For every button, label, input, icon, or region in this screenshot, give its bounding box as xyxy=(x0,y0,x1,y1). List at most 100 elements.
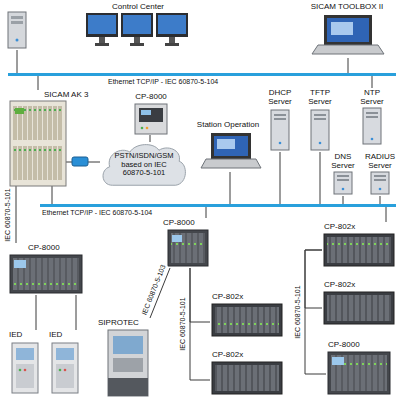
connector xyxy=(305,250,326,374)
laptop xyxy=(214,136,248,156)
device-label: IED xyxy=(9,330,22,339)
controller-device xyxy=(139,108,163,122)
controller-device xyxy=(171,233,205,263)
device-label: CP-8000 xyxy=(130,92,172,101)
controller-device xyxy=(10,255,82,293)
controller-device xyxy=(14,260,26,268)
monitor xyxy=(134,37,140,43)
device-node: SIPROTEC xyxy=(96,318,156,398)
device-node: RADIUS Server xyxy=(362,152,398,196)
device-label: RADIUS Server xyxy=(362,152,398,170)
rack-device xyxy=(10,101,66,186)
controller-device xyxy=(332,357,344,365)
server-tower xyxy=(319,142,322,145)
ied-device xyxy=(52,343,78,393)
device-label: CP-8000 xyxy=(328,340,360,349)
device-label: CP-802x xyxy=(212,350,243,359)
edge-label: IEC 60870-5-101 xyxy=(179,296,187,351)
device-node: NTP Server xyxy=(352,88,392,146)
io-module-row xyxy=(324,292,394,324)
controller-device xyxy=(172,235,182,242)
device-node: CP-802x xyxy=(210,292,284,338)
ied-device xyxy=(24,369,27,372)
io-module-row xyxy=(327,295,391,321)
device-label: DHCP Server xyxy=(262,88,298,106)
connector xyxy=(230,172,231,204)
io-module-row xyxy=(212,304,282,336)
controller-device xyxy=(328,352,390,394)
ied-device xyxy=(52,343,78,393)
controller-device xyxy=(331,355,387,391)
laptop xyxy=(201,159,261,168)
modem xyxy=(72,157,88,166)
connector xyxy=(206,207,207,218)
ied-device xyxy=(16,364,34,388)
protection-relay xyxy=(108,330,148,396)
laptop xyxy=(327,18,369,42)
device-node: SICAM AK 3 xyxy=(10,90,66,186)
laptop xyxy=(312,15,384,54)
server-tower xyxy=(311,110,329,150)
server-tower xyxy=(271,110,289,150)
rack-device xyxy=(13,106,63,140)
device-node: IED xyxy=(48,330,82,394)
server-tower xyxy=(311,110,329,150)
ied-device xyxy=(56,348,74,360)
rack-device xyxy=(10,101,66,186)
laptop xyxy=(312,45,384,54)
edge-label: IEC 60870-5-101 xyxy=(4,187,12,242)
monitor xyxy=(88,15,116,34)
ethernet-bus: Ethernet TCP/IP - IEC 60870-5-104 xyxy=(40,204,396,207)
server-tower xyxy=(314,118,326,120)
monitor xyxy=(169,37,175,43)
server-tower xyxy=(366,116,378,118)
server-tower xyxy=(342,188,345,191)
device-label: CP-8000 xyxy=(163,218,195,227)
device-label: SICAM TOOLBOX II xyxy=(300,2,394,11)
io-module-row xyxy=(212,362,282,394)
protection-relay xyxy=(108,378,148,396)
monitor xyxy=(121,13,153,37)
edge-label: IEC 60870-5-101 xyxy=(294,284,302,339)
connector xyxy=(386,207,387,222)
device-label: SIPROTEC xyxy=(98,318,139,327)
monitor xyxy=(158,15,186,34)
device-node: CP-8000 xyxy=(326,340,392,396)
monitor xyxy=(95,43,109,46)
ied-device xyxy=(12,343,38,393)
laptop xyxy=(217,139,235,149)
device-label: Station Operation xyxy=(195,120,261,129)
server-tower xyxy=(334,172,352,194)
controller-device xyxy=(168,230,208,266)
device-node: CP-8000 xyxy=(162,218,212,268)
laptop xyxy=(211,133,251,159)
device-label: CP-802x xyxy=(212,292,243,301)
device-label: SICAM AK 3 xyxy=(44,90,88,99)
rack-device xyxy=(13,146,63,180)
ied-device xyxy=(16,348,34,360)
server-tower xyxy=(363,108,381,144)
laptop xyxy=(331,22,353,35)
connector xyxy=(343,196,344,204)
controller-device xyxy=(13,258,79,290)
server-tower xyxy=(337,175,349,177)
server-tower xyxy=(371,138,374,141)
controller-device xyxy=(328,352,390,394)
laptop xyxy=(324,15,372,45)
protection-relay xyxy=(108,330,148,396)
controller-device xyxy=(135,104,167,134)
device-node: IED xyxy=(8,330,42,394)
monitor xyxy=(86,13,118,46)
monitor xyxy=(130,43,144,46)
io-module-row xyxy=(327,237,391,263)
device-label: CP-8000 xyxy=(28,243,60,252)
connector xyxy=(348,58,349,73)
device-node: SICAM TOOLBOX II xyxy=(300,2,394,58)
device-label: CP-802x xyxy=(324,222,355,231)
server-tower xyxy=(279,142,282,145)
laptop xyxy=(201,133,261,168)
server-tower xyxy=(366,112,378,114)
device-label: Control Center xyxy=(84,2,192,11)
connector xyxy=(76,295,77,330)
controller-device xyxy=(141,127,144,130)
